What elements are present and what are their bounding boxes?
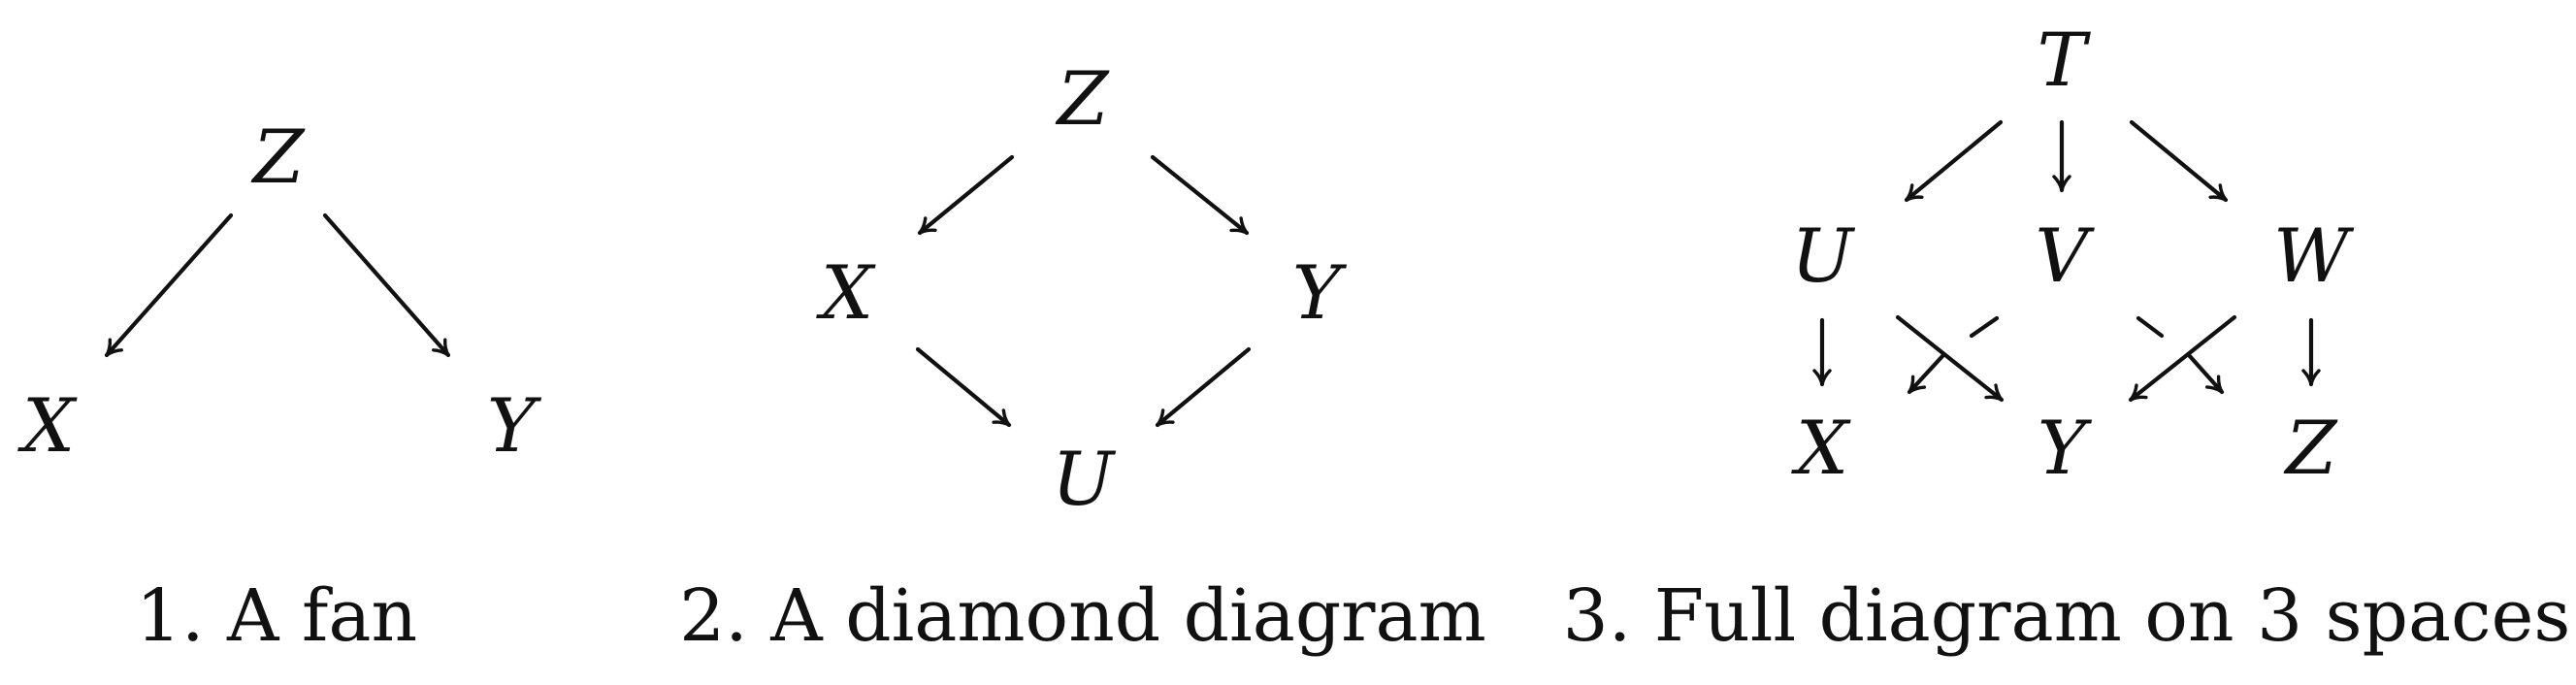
- arrow-v-to-z: [2186, 352, 2225, 395]
- node-x: X: [816, 249, 876, 336]
- diagram-full: T U V W X Y Z 3. Full diagram on 3 space…: [1563, 16, 2571, 658]
- node-y: Y: [487, 382, 542, 469]
- node-z: Z: [2284, 405, 2338, 491]
- arrow-z-to-y: [1150, 154, 1250, 236]
- arrow-x-to-u: [915, 346, 1012, 428]
- node-y: Y: [2038, 405, 2093, 491]
- arrow-t-to-u: [1904, 119, 2004, 203]
- arrow-u-to-y: [1895, 314, 2005, 403]
- node-x: X: [1791, 405, 1851, 491]
- node-u: U: [1791, 212, 1856, 299]
- arrow-v-to-x-segment: [1969, 315, 2000, 339]
- diagram-diamond: Z X Y U 2. A diamond diagram: [679, 55, 1486, 658]
- node-w: W: [2273, 212, 2355, 299]
- diagram-fan: Z X Y 1. A fan: [17, 114, 542, 658]
- caption-diamond: 2. A diamond diagram: [679, 574, 1486, 658]
- arrow-t-to-w: [2129, 119, 2229, 203]
- node-y: Y: [1292, 249, 1348, 336]
- node-u: U: [1052, 436, 1117, 522]
- node-z: Z: [1056, 55, 1110, 142]
- arrow-z-to-x: [104, 212, 234, 358]
- node-x: X: [17, 382, 78, 469]
- arrow-v-to-z-segment: [2136, 315, 2165, 339]
- node-v: V: [2036, 212, 2096, 299]
- arrow-w-to-y: [2128, 314, 2237, 403]
- caption-full: 3. Full diagram on 3 spaces: [1563, 574, 2571, 658]
- node-t: T: [2038, 16, 2092, 103]
- arrow-z-to-x: [917, 154, 1015, 236]
- node-z: Z: [251, 114, 306, 200]
- arrow-v-to-x: [1907, 352, 1946, 395]
- arrow-z-to-y: [322, 212, 451, 358]
- caption-fan: 1. A fan: [136, 574, 417, 658]
- arrow-y-to-u: [1155, 346, 1252, 428]
